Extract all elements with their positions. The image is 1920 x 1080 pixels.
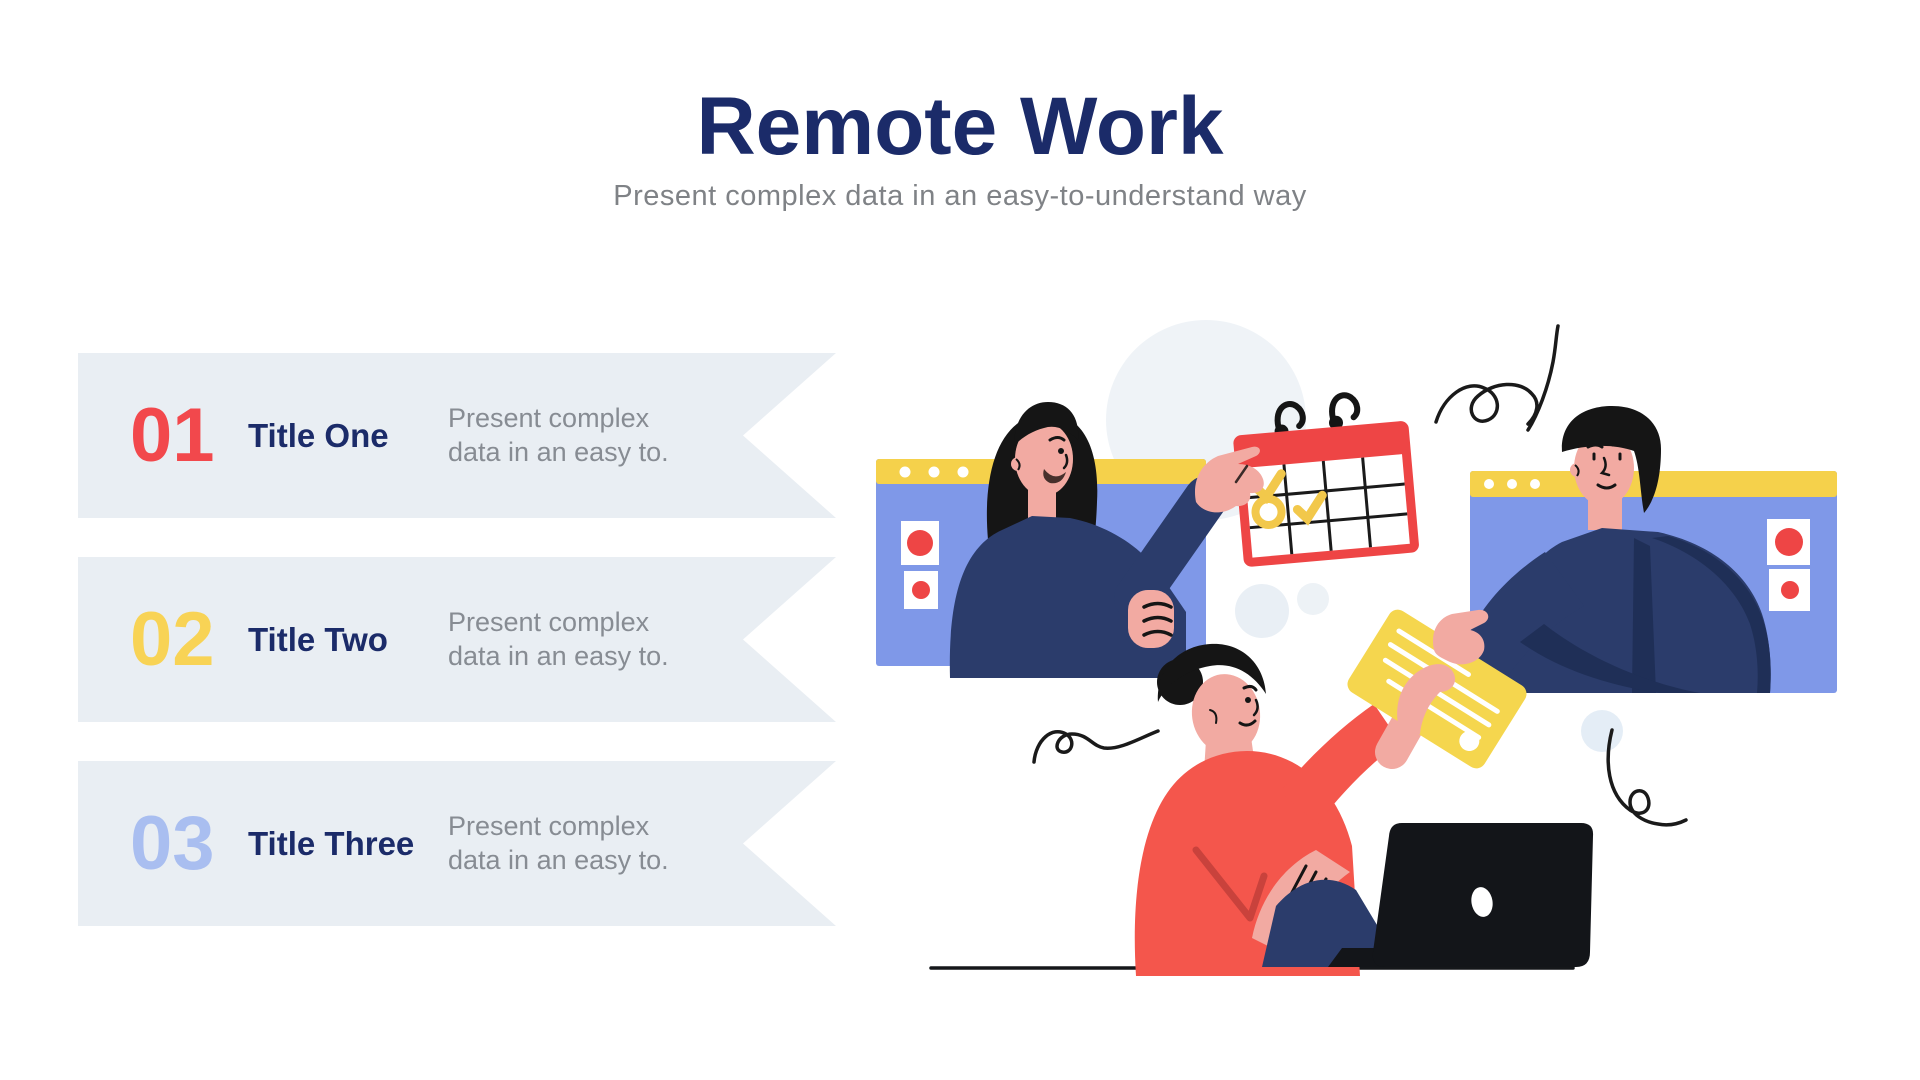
window-dots-icon: [1484, 479, 1540, 489]
arm: [1462, 552, 1584, 684]
document-handoff: [1347, 609, 1527, 769]
document-seal: [1459, 731, 1480, 752]
small-circle: [1581, 710, 1623, 752]
calendar: [1233, 392, 1419, 567]
face-features: [1209, 684, 1259, 727]
hair-flat-top: [1561, 406, 1661, 513]
window-dots-icon: [899, 466, 969, 478]
laptop-logo: [1471, 887, 1493, 917]
doodles: [1032, 324, 1688, 827]
laptop: [1328, 823, 1594, 967]
record-button-icon: [901, 521, 939, 609]
face-features: [1586, 442, 1628, 490]
woman-at-laptop: [1134, 643, 1400, 976]
step-description: Present complex data in an easy to.: [448, 403, 669, 467]
step-description: Present complex data in an easy to.: [448, 811, 669, 875]
sweater-fold: [1192, 846, 1268, 922]
step-title: Title One: [248, 416, 389, 454]
step-banner-3: 03 Title Three Present complex data in a…: [78, 761, 836, 926]
woman-left-window: [949, 402, 1228, 678]
woman-hand: [1397, 664, 1456, 736]
face-features: [1043, 436, 1069, 484]
face: [1191, 674, 1261, 754]
left-squiggle: [1032, 729, 1160, 764]
slide-header: Remote Work Present complex data in an e…: [0, 0, 1920, 213]
pointing-hand: [1194, 446, 1264, 513]
swirl-doodle: [1434, 382, 1539, 426]
step-number: 01: [130, 392, 215, 478]
hair-cap: [1157, 643, 1266, 702]
page-subtitle: Present complex data in an easy-to-under…: [613, 180, 1307, 212]
swirl-doodle-tail: [1526, 324, 1560, 432]
video-call-window-right: [1462, 406, 1837, 693]
arm-shade: [1520, 624, 1700, 693]
step-description: Present complex data in an easy to.: [448, 607, 669, 671]
raised-arm: [1114, 476, 1228, 620]
circle-mark-icon: [1251, 494, 1286, 529]
ear: [1570, 463, 1584, 477]
step-title: Title Three: [248, 824, 415, 862]
step-banner-2: 02 Title Two Present complex data in an …: [78, 557, 836, 722]
fist-hand: [1128, 590, 1174, 648]
torso: [949, 516, 1186, 678]
ear: [1011, 457, 1025, 471]
small-circle: [1235, 584, 1289, 638]
step-banner-1: 01 Title One Present complex data in an …: [78, 353, 836, 518]
man-right-window: [1462, 406, 1771, 693]
step-number: 02: [130, 596, 215, 682]
torso-fold: [1632, 538, 1656, 693]
step-title: Title Two: [248, 620, 388, 658]
sweater-sleeve: [1280, 704, 1400, 824]
hair-fringe: [1014, 402, 1079, 446]
torso-shade: [1652, 536, 1771, 693]
remote-work-illustration: [876, 320, 1837, 976]
lap-navy: [1262, 879, 1380, 967]
record-button-icon: [1767, 519, 1810, 611]
step-number: 03: [130, 800, 215, 886]
check-icon: [1292, 490, 1327, 526]
right-squiggle: [1606, 728, 1688, 827]
small-circle: [1297, 583, 1329, 615]
page-title: Remote Work: [696, 81, 1224, 172]
video-call-window-left: [876, 402, 1228, 678]
man-hand: [1432, 609, 1489, 665]
